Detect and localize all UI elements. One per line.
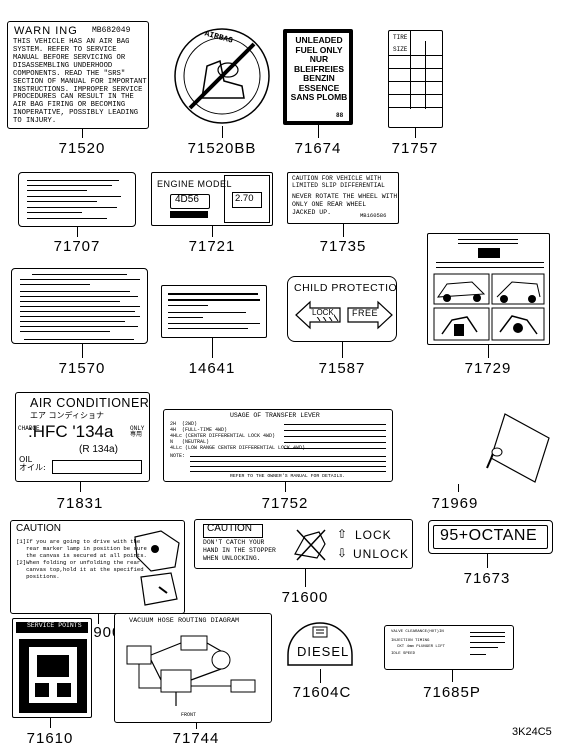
transfer-row-3: N (NEUTRAL) <box>170 439 210 445</box>
warning-body: THIS VEHICLE HAS AN AIR BAG SYSTEM. REFE… <box>13 38 147 126</box>
part-number-71604c: 71604C <box>292 684 352 701</box>
part-number-71757: 71757 <box>391 140 439 157</box>
valve-row-2: CKT 4mm PLUNGER LIFT <box>397 645 446 649</box>
part-number-71969: 71969 <box>431 495 479 512</box>
label-71969-plate <box>486 413 550 483</box>
engine-ratio: 2.70 <box>235 193 254 204</box>
label-71600-stopper-caution: CAUTION DON'T CATCH YOUR HAND IN THE STO… <box>194 519 413 569</box>
part-number-71520bb: 71520BB <box>187 140 257 157</box>
part-number-71600: 71600 <box>281 589 329 606</box>
label-71570-rear-diff <box>11 268 148 344</box>
caution-71900-body: [1]If you are going to drive with the re… <box>16 538 147 580</box>
valve-row-0: VALVE CLEARANCE(HOT)IN <box>391 630 444 634</box>
vacuum-title: VACUUM HOSE ROUTING DIAGRAM <box>129 617 240 625</box>
part-number-71752: 71752 <box>261 495 309 512</box>
part-number-71735: 71735 <box>319 238 367 255</box>
fuel-code: 88 <box>336 112 344 119</box>
part-number-71721: 71721 <box>188 238 236 255</box>
warning-code: MB682049 <box>92 26 131 35</box>
label-71610-service-points: SERVICE POINTS <box>12 618 92 718</box>
aircon-oil: OIL オイル: <box>19 455 46 473</box>
label-71707-coolant <box>18 172 136 227</box>
hand-stopper-icon <box>294 529 326 561</box>
part-number-71831: 71831 <box>56 495 104 512</box>
caution-71900-title: CAUTION <box>16 523 61 534</box>
label-71587-child-protection: CHILD PROTECTION LOCK FREE <box>287 276 397 342</box>
label-71604c-diesel <box>287 622 353 666</box>
front-label: FRONT <box>181 712 197 718</box>
lsd-title: CAUTION FOR VEHICLE WITH LIMITED SLIP DI… <box>292 175 385 189</box>
part-number-71570: 71570 <box>58 360 106 377</box>
label-71685p-valve-clearance: VALVE CLEARANCE(HOT)IN INJECTION TIMING … <box>384 625 514 670</box>
engine-model-title: ENGINE MODEL <box>157 179 233 189</box>
figure-code: 3K24C5 <box>512 726 552 738</box>
fuel-text: UNLEADED FUEL ONLY NUR BLEIFREIES BENZIN… <box>290 35 348 103</box>
part-number-71729: 71729 <box>464 360 512 377</box>
aircon-title: AIR CONDITIONER <box>30 396 150 410</box>
unlock-text: UNLOCK <box>353 547 410 561</box>
diesel-text: DIESEL <box>297 644 350 659</box>
part-number-71674: 71674 <box>294 140 342 157</box>
label-71752-transfer-lever: USAGE OF TRANSFER LEVER 2H (2WD) 4H (FUL… <box>163 409 393 482</box>
caution-71600-title: CAUTION <box>207 523 252 534</box>
child-protection-title: CHILD PROTECTION <box>294 282 397 294</box>
vacuum-hose-diagram <box>126 635 256 706</box>
transfer-row-0: 2H (2WD) <box>170 421 198 427</box>
label-71520bb-airbag <box>174 28 270 124</box>
part-number-71685p: 71685P <box>423 684 481 701</box>
part-number-71520: 71520 <box>58 140 106 157</box>
engine-code: 4D56 <box>175 194 199 205</box>
part-number-71707: 71707 <box>53 238 101 255</box>
label-71757-tire: TIRE SIZE <box>388 30 443 128</box>
valve-row-3: IDLE SPEED <box>391 652 416 656</box>
warning-title: WARN ING <box>14 25 78 37</box>
jack-illustration <box>433 273 545 341</box>
label-71744-vacuum-hose: VACUUM HOSE ROUTING DIAGRAM FRONT <box>114 613 272 723</box>
transfer-note: NOTE: <box>170 453 186 459</box>
octane-text: 95+OCTANE <box>440 527 538 544</box>
aircon-only: ONLY 専用 <box>130 425 145 439</box>
tire-title: TIRE <box>393 34 408 41</box>
engine-bay-illustration <box>19 639 87 713</box>
valve-row-1: INJECTION TIMING <box>391 639 430 643</box>
lock-text: LOCK <box>355 528 392 542</box>
free-arrow-icon <box>347 300 393 330</box>
label-71721-engine-model: ENGINE MODEL 4D56 2.70 <box>151 172 273 226</box>
label-71673-octane: 95+OCTANE <box>428 520 553 554</box>
service-points-title: SERVICE POINTS <box>27 622 82 629</box>
canvas-illustration <box>134 530 180 606</box>
part-number-71673: 71673 <box>463 570 511 587</box>
part-number-71744: 71744 <box>172 730 220 747</box>
lsd-body: NEVER ROTATE THE WHEEL WITH ONLY ONE REA… <box>292 193 398 217</box>
down-arrow-glyph: ⇩ <box>337 546 348 560</box>
part-number-71587: 71587 <box>318 360 366 377</box>
transfer-footer: REFER TO THE OWNER'S MANUAL FOR DETAILS. <box>230 474 346 479</box>
part-number-14641: 14641 <box>188 360 236 377</box>
part-number-71610: 71610 <box>26 730 74 747</box>
label-71520-warning: WARN ING MB682049 THIS VEHICLE HAS AN AI… <box>7 21 149 129</box>
lsd-code: MB160586 <box>360 212 387 219</box>
transfer-title: USAGE OF TRANSFER LEVER <box>230 412 320 419</box>
label-71900-caution: CAUTION [1]If you are going to drive wit… <box>10 520 185 614</box>
stopper-body: DON'T CATCH YOUR HAND IN THE STOPPER WHE… <box>203 539 276 562</box>
label-71674-fuel: UNLEADED FUEL ONLY NUR BLEIFREIES BENZIN… <box>283 29 353 125</box>
transfer-row-2: 4HLc (CENTER DIFFERENTIAL LOCK 4WD) <box>170 433 276 439</box>
aircon-jp: エア コンディショナ <box>30 411 104 420</box>
label-14641 <box>161 285 267 338</box>
label-71729-jack <box>427 233 550 345</box>
aircon-hfc: :HFC '134a <box>28 422 114 441</box>
aircon-charge: CHARGE <box>18 425 40 432</box>
aircon-r134a: (R 134a) <box>79 444 118 455</box>
free-label: FREE <box>352 308 379 318</box>
label-71735-lsd-caution: CAUTION FOR VEHICLE WITH LIMITED SLIP DI… <box>287 172 399 224</box>
tire-size: SIZE <box>393 46 408 53</box>
label-71831-air-conditioner: AIR CONDITIONER エア コンディショナ CHARGE :HFC '… <box>15 392 150 482</box>
up-arrow-glyph: ⇧ <box>337 527 348 541</box>
transfer-row-1: 4H (FULL-TIME 4WD) <box>170 427 228 433</box>
lock-label: LOCK <box>312 308 334 318</box>
